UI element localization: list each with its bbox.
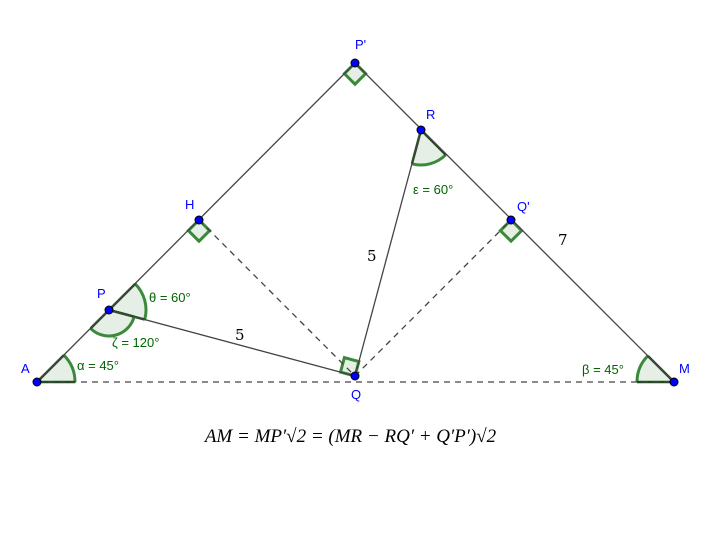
- segment-QQp[interactable]: [354, 219, 512, 377]
- angle-beta: [635, 354, 649, 383]
- point-Q[interactable]: [350, 371, 360, 381]
- label-point-M: M: [679, 361, 690, 376]
- angle-zeta: [89, 316, 136, 338]
- angle-epsilon: [411, 153, 447, 167]
- angle-epsilon-fill: [411, 130, 446, 165]
- point-R[interactable]: [416, 125, 426, 135]
- point-P[interactable]: [104, 305, 114, 315]
- formula: AM = MP′√2 = (MR − RQ′ + Q′P′)√2: [204, 426, 497, 447]
- angle-alpha-fill: [37, 355, 75, 382]
- angle-epsilon-leg: [420, 129, 447, 156]
- label-point-A: A: [21, 361, 30, 376]
- label-alpha: α = 45°: [77, 358, 119, 373]
- segment-QR[interactable]: [354, 129, 422, 377]
- label-point-R: R: [426, 107, 435, 122]
- point-Pp[interactable]: [350, 58, 360, 68]
- angle-zeta-fill: [90, 310, 135, 336]
- label-point-H: H: [185, 197, 194, 212]
- angle-alpha: [62, 354, 77, 383]
- label-length-QpM: 7: [558, 231, 568, 249]
- segment-HQ[interactable]: [198, 219, 356, 377]
- label-beta: β = 45°: [582, 362, 624, 377]
- segment-PQ[interactable]: [108, 309, 356, 377]
- label-epsilon: ε = 60°: [413, 182, 453, 197]
- angle-theta: [134, 282, 148, 320]
- label-point-Q: Q: [351, 387, 361, 402]
- angle-beta-fill: [637, 355, 674, 382]
- label-zeta: ζ = 120°: [112, 335, 159, 350]
- point-H[interactable]: [194, 215, 204, 225]
- label-length-QR: 5: [367, 247, 377, 265]
- point-M[interactable]: [669, 377, 679, 387]
- label-point-P: P: [97, 286, 106, 301]
- label-point-Pp: P': [355, 37, 366, 52]
- angle-theta-fill: [109, 283, 146, 320]
- label-length-PQ: 5: [235, 326, 245, 344]
- label-point-Qp: Q': [517, 199, 530, 214]
- point-A[interactable]: [32, 377, 42, 387]
- label-theta: θ = 60°: [149, 290, 191, 305]
- point-Qp[interactable]: [506, 215, 516, 225]
